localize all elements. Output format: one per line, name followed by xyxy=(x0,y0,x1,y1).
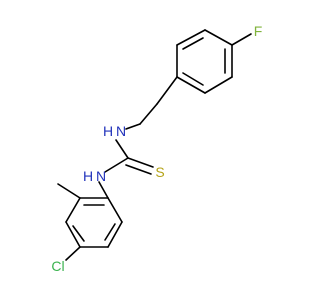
bond-c-s-2 xyxy=(125,164,152,175)
bond-c-cl xyxy=(65,246,81,261)
atom-label-chlorine: Cl xyxy=(51,258,64,274)
atom-label-nitrogen-upper: N xyxy=(116,123,126,139)
atom-label-hydrogen-lower: H xyxy=(83,168,93,184)
molecule-structure: F N H S N H Cl xyxy=(0,0,300,300)
bond-ring-ch2 xyxy=(156,76,178,105)
bonds xyxy=(57,29,252,261)
bond-ring2-inner-2 xyxy=(72,225,85,242)
bond-methyl xyxy=(57,183,81,199)
bond-c-f xyxy=(231,33,252,46)
bond-ring1-2 xyxy=(176,29,206,46)
atom-label-fluorine: F xyxy=(254,23,263,39)
bond-ring1-5 xyxy=(204,76,233,94)
bond-ring1-1 xyxy=(204,29,233,46)
bond-ring2-inner-3 xyxy=(104,223,116,241)
bond-ring1-inner-1 xyxy=(182,37,204,50)
bond-ring2-6 xyxy=(107,197,123,223)
bond-c-s-1 xyxy=(127,157,154,168)
canvas-background xyxy=(0,0,300,300)
bond-ring2-3 xyxy=(65,221,81,248)
atom-label-nitrogen-lower: N xyxy=(96,168,106,184)
bond-nh-ring xyxy=(98,181,109,199)
bond-ch2-ch2 xyxy=(139,103,158,125)
atom-label-sulfur: S xyxy=(155,164,164,180)
bond-ring1-4 xyxy=(176,76,206,94)
bond-c-nh xyxy=(104,157,129,173)
bond-ring2-5 xyxy=(107,221,123,248)
atom-labels: F N H S N H Cl xyxy=(51,23,262,274)
bond-ch2-nh xyxy=(125,123,141,130)
bond-ring2-2 xyxy=(65,197,81,223)
bond-ring1-inner-2 xyxy=(182,72,204,86)
atom-label-hydrogen-upper: H xyxy=(103,123,113,139)
bond-nh-c xyxy=(115,139,129,159)
